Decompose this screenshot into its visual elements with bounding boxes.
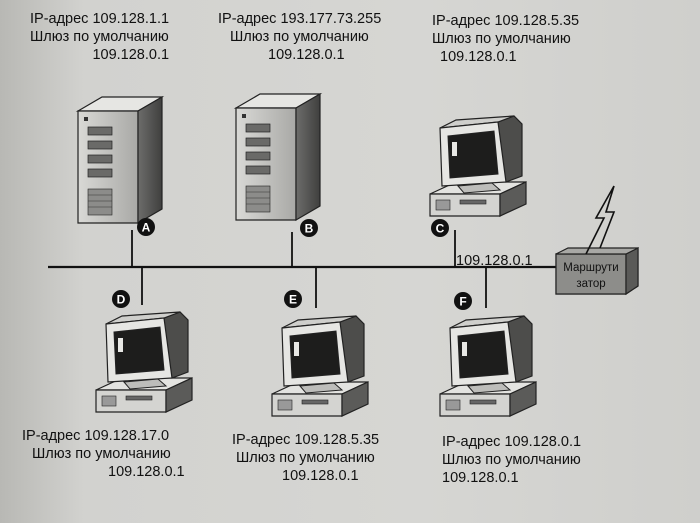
server-a-icon — [77, 96, 163, 224]
node-e-gw-label: Шлюз по умолчанию — [236, 450, 375, 466]
router-ip-label: 109.128.0.1 — [456, 252, 533, 270]
workstation-e-icon — [271, 315, 369, 417]
router-box: Маршрути затор — [555, 247, 639, 296]
marker-a: A — [137, 218, 155, 236]
marker-e: E — [284, 290, 302, 308]
node-d-gw-label: Шлюз по умолчанию — [32, 446, 171, 462]
workstation-f-icon — [439, 315, 537, 417]
node-a-gw: 109.128.0.1 — [92, 47, 170, 63]
marker-a-letter: A — [142, 221, 151, 235]
marker-f: F — [454, 292, 472, 310]
router-label-line1: Маршрути — [563, 262, 618, 274]
node-e-gw: 109.128.0.1 — [282, 468, 359, 484]
marker-e-letter: E — [289, 293, 297, 307]
marker-d: D — [112, 290, 130, 308]
node-a-gw-label: Шлюз по умолчанию — [30, 29, 169, 45]
marker-b-letter: B — [305, 222, 314, 236]
node-f-gw: 109.128.0.1 — [442, 470, 519, 486]
marker-c: C — [431, 219, 449, 237]
node-e-label: IP-адрес 109.128.5.35 Шлюз по умолчанию … — [232, 431, 379, 485]
node-d-ip: IP-адрес 109.128.17.0 — [22, 428, 170, 444]
marker-d-letter: D — [117, 293, 126, 307]
node-c-gw: 109.128.0.1 — [440, 49, 517, 65]
node-e-ip: IP-адрес 109.128.5.35 — [232, 432, 380, 448]
server-b-icon — [235, 93, 321, 221]
router-ip: 109.128.0.1 — [456, 253, 533, 269]
node-f-gw-label: Шлюз по умолчанию — [442, 452, 581, 468]
node-f-label: IP-адрес 109.128.0.1 Шлюз по умолчанию 1… — [442, 433, 581, 487]
marker-b: B — [300, 219, 318, 237]
router-label-line2: затор — [576, 278, 605, 290]
node-a-label: IP-адрес 109.128.1.1 Шлюз по умолчанию 1… — [30, 10, 169, 64]
node-d-gw: 109.128.0.1 — [108, 464, 185, 480]
node-b-ip: IP-адрес 193.177.73.255 — [218, 11, 382, 27]
node-d-label: IP-адрес 109.128.17.0 Шлюз по умолчанию … — [22, 427, 185, 481]
node-b-gw: 109.128.0.1 — [268, 47, 345, 63]
marker-c-letter: C — [436, 222, 445, 236]
node-c-label: IP-адрес 109.128.5.35 Шлюз по умолчанию … — [432, 12, 579, 66]
node-b-gw-label: Шлюз по умолчанию — [230, 29, 369, 45]
node-b-label: IP-адрес 193.177.73.255 Шлюз по умолчани… — [218, 10, 381, 64]
workstation-d-icon — [95, 311, 193, 413]
node-a-ip: IP-адрес 109.128.1.1 — [30, 11, 170, 27]
wan-link-lightning-icon — [585, 185, 616, 255]
marker-f-letter: F — [459, 295, 466, 309]
workstation-c-icon — [429, 115, 527, 217]
node-c-ip: IP-адрес 109.128.5.35 — [432, 13, 580, 29]
node-c-gw-label: Шлюз по умолчанию — [432, 31, 571, 47]
node-f-ip: IP-адрес 109.128.0.1 — [442, 434, 582, 450]
